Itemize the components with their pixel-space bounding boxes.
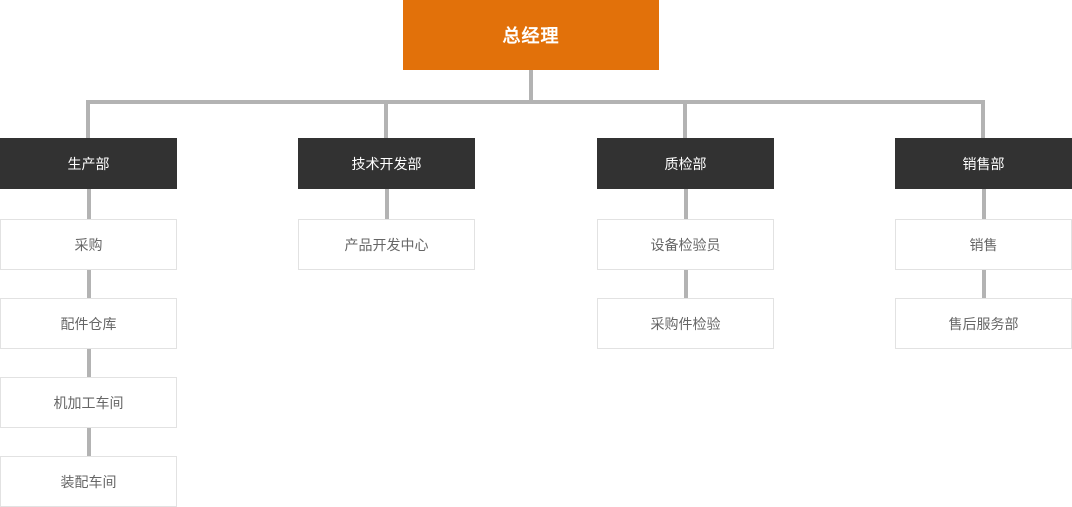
org-column-qa: 质检部 设备检验员 采购件检验 (597, 138, 774, 349)
org-node-tech-dev-dept[interactable]: 技术开发部 (298, 138, 475, 189)
org-column-production: 生产部 采购 配件仓库 机加工车间 装配车间 (0, 138, 177, 507)
org-node-equipment-inspector[interactable]: 设备检验员 (597, 219, 774, 270)
org-node-product-dev-center[interactable]: 产品开发中心 (298, 219, 475, 270)
org-node-label: 总经理 (502, 26, 560, 46)
org-node-label: 销售 (969, 236, 998, 253)
connector-horizontal-bar (86, 100, 985, 104)
org-node-sales-dept[interactable]: 销售部 (895, 138, 1072, 189)
org-node-label: 技术开发部 (351, 155, 422, 172)
connector-drop-tech-dev (384, 104, 388, 138)
org-node-label: 产品开发中心 (344, 236, 429, 253)
org-node-label: 装配车间 (60, 473, 117, 490)
org-node-label: 销售部 (962, 155, 1005, 172)
org-node-label: 设备检验员 (650, 236, 721, 253)
connector-stub (86, 189, 91, 219)
org-node-label: 售后服务部 (948, 315, 1019, 332)
connector-stub (86, 270, 91, 298)
connector-stub (981, 270, 986, 298)
org-node-sales[interactable]: 销售 (895, 219, 1072, 270)
connector-stub (384, 189, 389, 219)
connector-stub (86, 349, 91, 377)
connector-drop-qa (683, 104, 687, 138)
connector-stub (683, 270, 688, 298)
connector-stub (683, 189, 688, 219)
org-node-label: 采购件检验 (650, 315, 721, 332)
org-node-general-manager[interactable]: 总经理 (403, 0, 659, 70)
org-node-label: 生产部 (67, 155, 110, 172)
org-node-label: 配件仓库 (60, 315, 117, 332)
org-node-purchased-parts-inspection[interactable]: 采购件检验 (597, 298, 774, 349)
connector-stub (86, 428, 91, 456)
org-node-label: 机加工车间 (53, 394, 124, 411)
org-node-label: 质检部 (664, 155, 707, 172)
connector-stub (981, 189, 986, 219)
connector-drop-production (86, 104, 90, 138)
connector-root-drop (529, 70, 533, 100)
org-node-label: 采购 (74, 236, 103, 253)
org-node-machining-workshop[interactable]: 机加工车间 (0, 377, 177, 428)
org-node-parts-warehouse[interactable]: 配件仓库 (0, 298, 177, 349)
org-node-qa-dept[interactable]: 质检部 (597, 138, 774, 189)
org-column-tech-dev: 技术开发部 产品开发中心 (298, 138, 475, 270)
org-node-after-sales-service[interactable]: 售后服务部 (895, 298, 1072, 349)
org-node-production-dept[interactable]: 生产部 (0, 138, 177, 189)
org-node-assembly-workshop[interactable]: 装配车间 (0, 456, 177, 507)
org-node-purchasing[interactable]: 采购 (0, 219, 177, 270)
connector-drop-sales (981, 104, 985, 138)
org-column-sales: 销售部 销售 售后服务部 (895, 138, 1072, 349)
